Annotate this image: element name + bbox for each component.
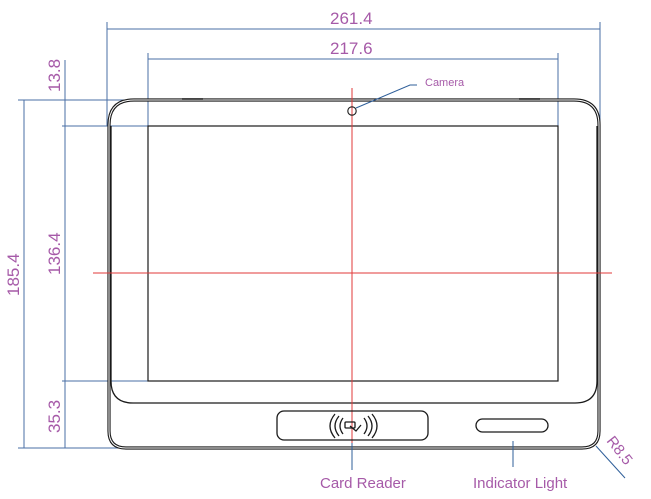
dimension-overall-width: 261.4 <box>106 9 601 126</box>
overall-height-value: 185.4 <box>4 253 23 296</box>
dimension-bezels-and-screen-height: 13.8 136.4 35.3 <box>45 59 148 448</box>
bottom-bezel-value: 35.3 <box>45 400 64 433</box>
card-reader: Card Reader <box>276 410 429 492</box>
screen-height-value: 136.4 <box>45 232 64 275</box>
camera-label: Camera <box>425 77 465 89</box>
camera: Camera <box>347 77 465 116</box>
indicator-light: Indicator Light <box>473 418 568 492</box>
corner-radius-callout: R8.5 <box>595 433 636 479</box>
top-bezel-value: 13.8 <box>45 59 64 92</box>
camera-lens-icon <box>347 106 357 116</box>
contactless-card-icon <box>329 413 378 439</box>
card-reader-label: Card Reader <box>320 475 406 492</box>
overall-width-value: 261.4 <box>330 9 373 28</box>
indicator-light-label: Indicator Light <box>473 475 568 492</box>
dimension-screen-width: 217.6 <box>147 39 559 126</box>
display-screen <box>147 125 559 382</box>
corner-radius-value: R8.5 <box>603 433 636 468</box>
device-body <box>107 98 601 450</box>
dimension-overall-height: 185.4 <box>4 99 135 449</box>
center-lines <box>93 88 612 470</box>
screen-width-value: 217.6 <box>330 39 373 58</box>
